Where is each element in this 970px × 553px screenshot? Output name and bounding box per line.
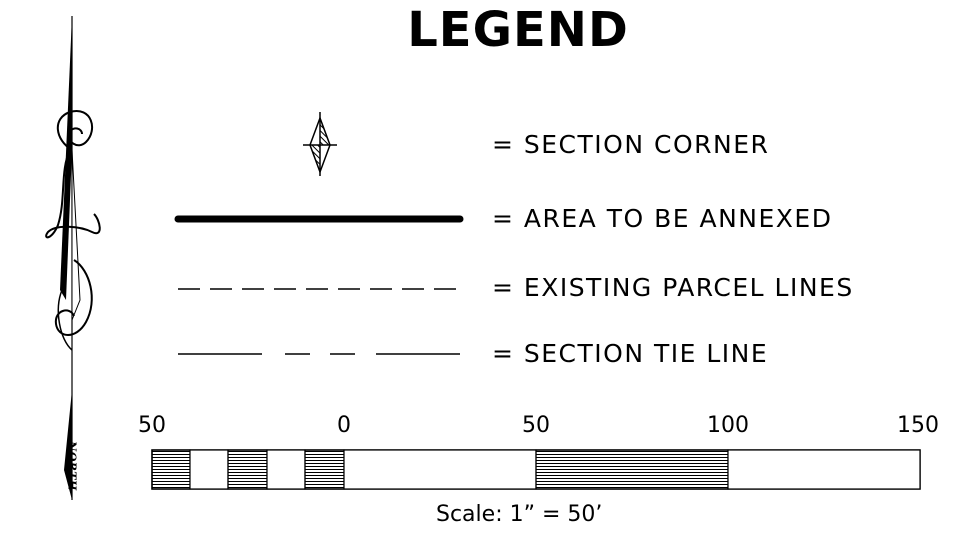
legend-text-section-tie: = SECTION TIE LINE	[492, 339, 769, 368]
north-arrow-icon	[45, 16, 101, 500]
section-corner-icon	[303, 112, 337, 176]
legend-text-area-annexed: = AREA TO BE ANNEXED	[492, 204, 833, 233]
scale-tick-label: 150	[897, 413, 939, 438]
scale-bar	[151, 449, 921, 490]
legend-text-existing-parcel: = EXISTING PARCEL LINES	[492, 273, 854, 302]
north-label: NORTH	[65, 441, 79, 491]
legend-title: LEGEND	[407, 2, 629, 58]
scale-tick-label: 100	[707, 413, 749, 438]
scale-tick-label: 0	[337, 413, 351, 438]
scale-caption: Scale: 1” = 50’	[436, 502, 603, 527]
legend-text-section-corner: = SECTION CORNER	[492, 130, 770, 159]
scale-tick-label: 50	[522, 413, 550, 438]
scale-tick-label: 50	[138, 413, 166, 438]
